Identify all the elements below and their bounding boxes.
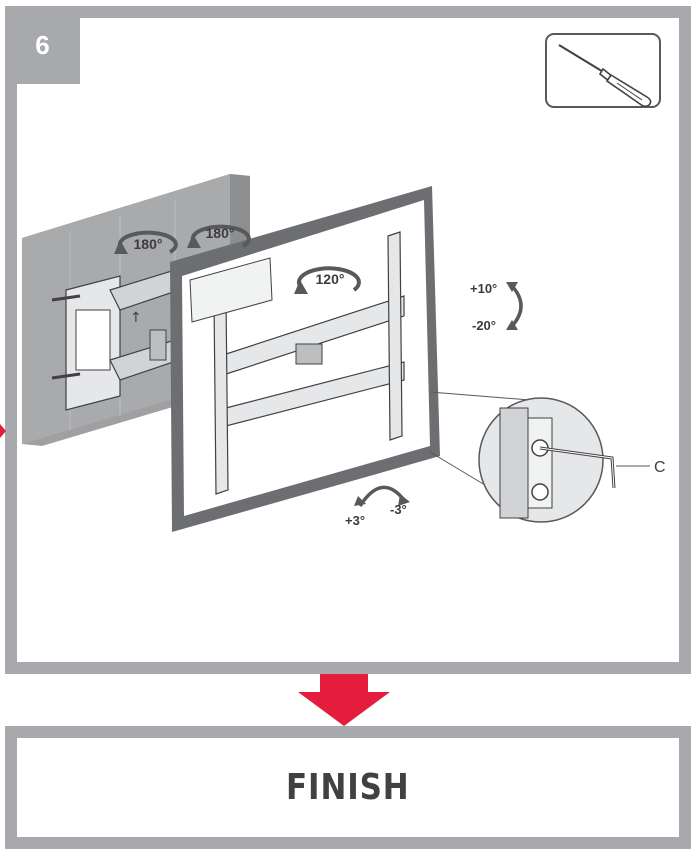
finish-box: FINISH [5,726,691,849]
swivel-right-label: 180° [206,225,235,241]
step-number-badge: 6 [5,6,80,84]
wall-plate: ↑ [51,275,142,411]
tool-box [545,33,661,108]
svg-text:↑: ↑ [130,310,142,326]
level-minus-label: -3° [390,502,407,517]
part-c-label: C [654,459,666,476]
tilt-down-label: -20° [472,318,496,333]
screwdriver-icon [558,44,652,108]
swivel-right-indicator: 180° [187,224,251,248]
rotate-label: 120° [316,271,345,287]
level-indicator: +3° -3° [345,485,410,528]
detail-callout: C [429,391,666,523]
finish-label: FINISH [286,767,410,808]
tv-screen [170,186,440,532]
swivel-left-indicator: 180° [114,230,178,254]
rotate-indicator: 120° [294,266,361,294]
swivel-left-label: 180° [134,236,163,252]
tilt-indicator: +10° -20° [470,281,523,333]
side-marker [0,424,6,438]
next-arrow-icon [298,674,390,726]
step-number: 6 [35,29,50,60]
tilt-up-label: +10° [470,281,497,296]
level-plus-label: +3° [345,513,365,528]
